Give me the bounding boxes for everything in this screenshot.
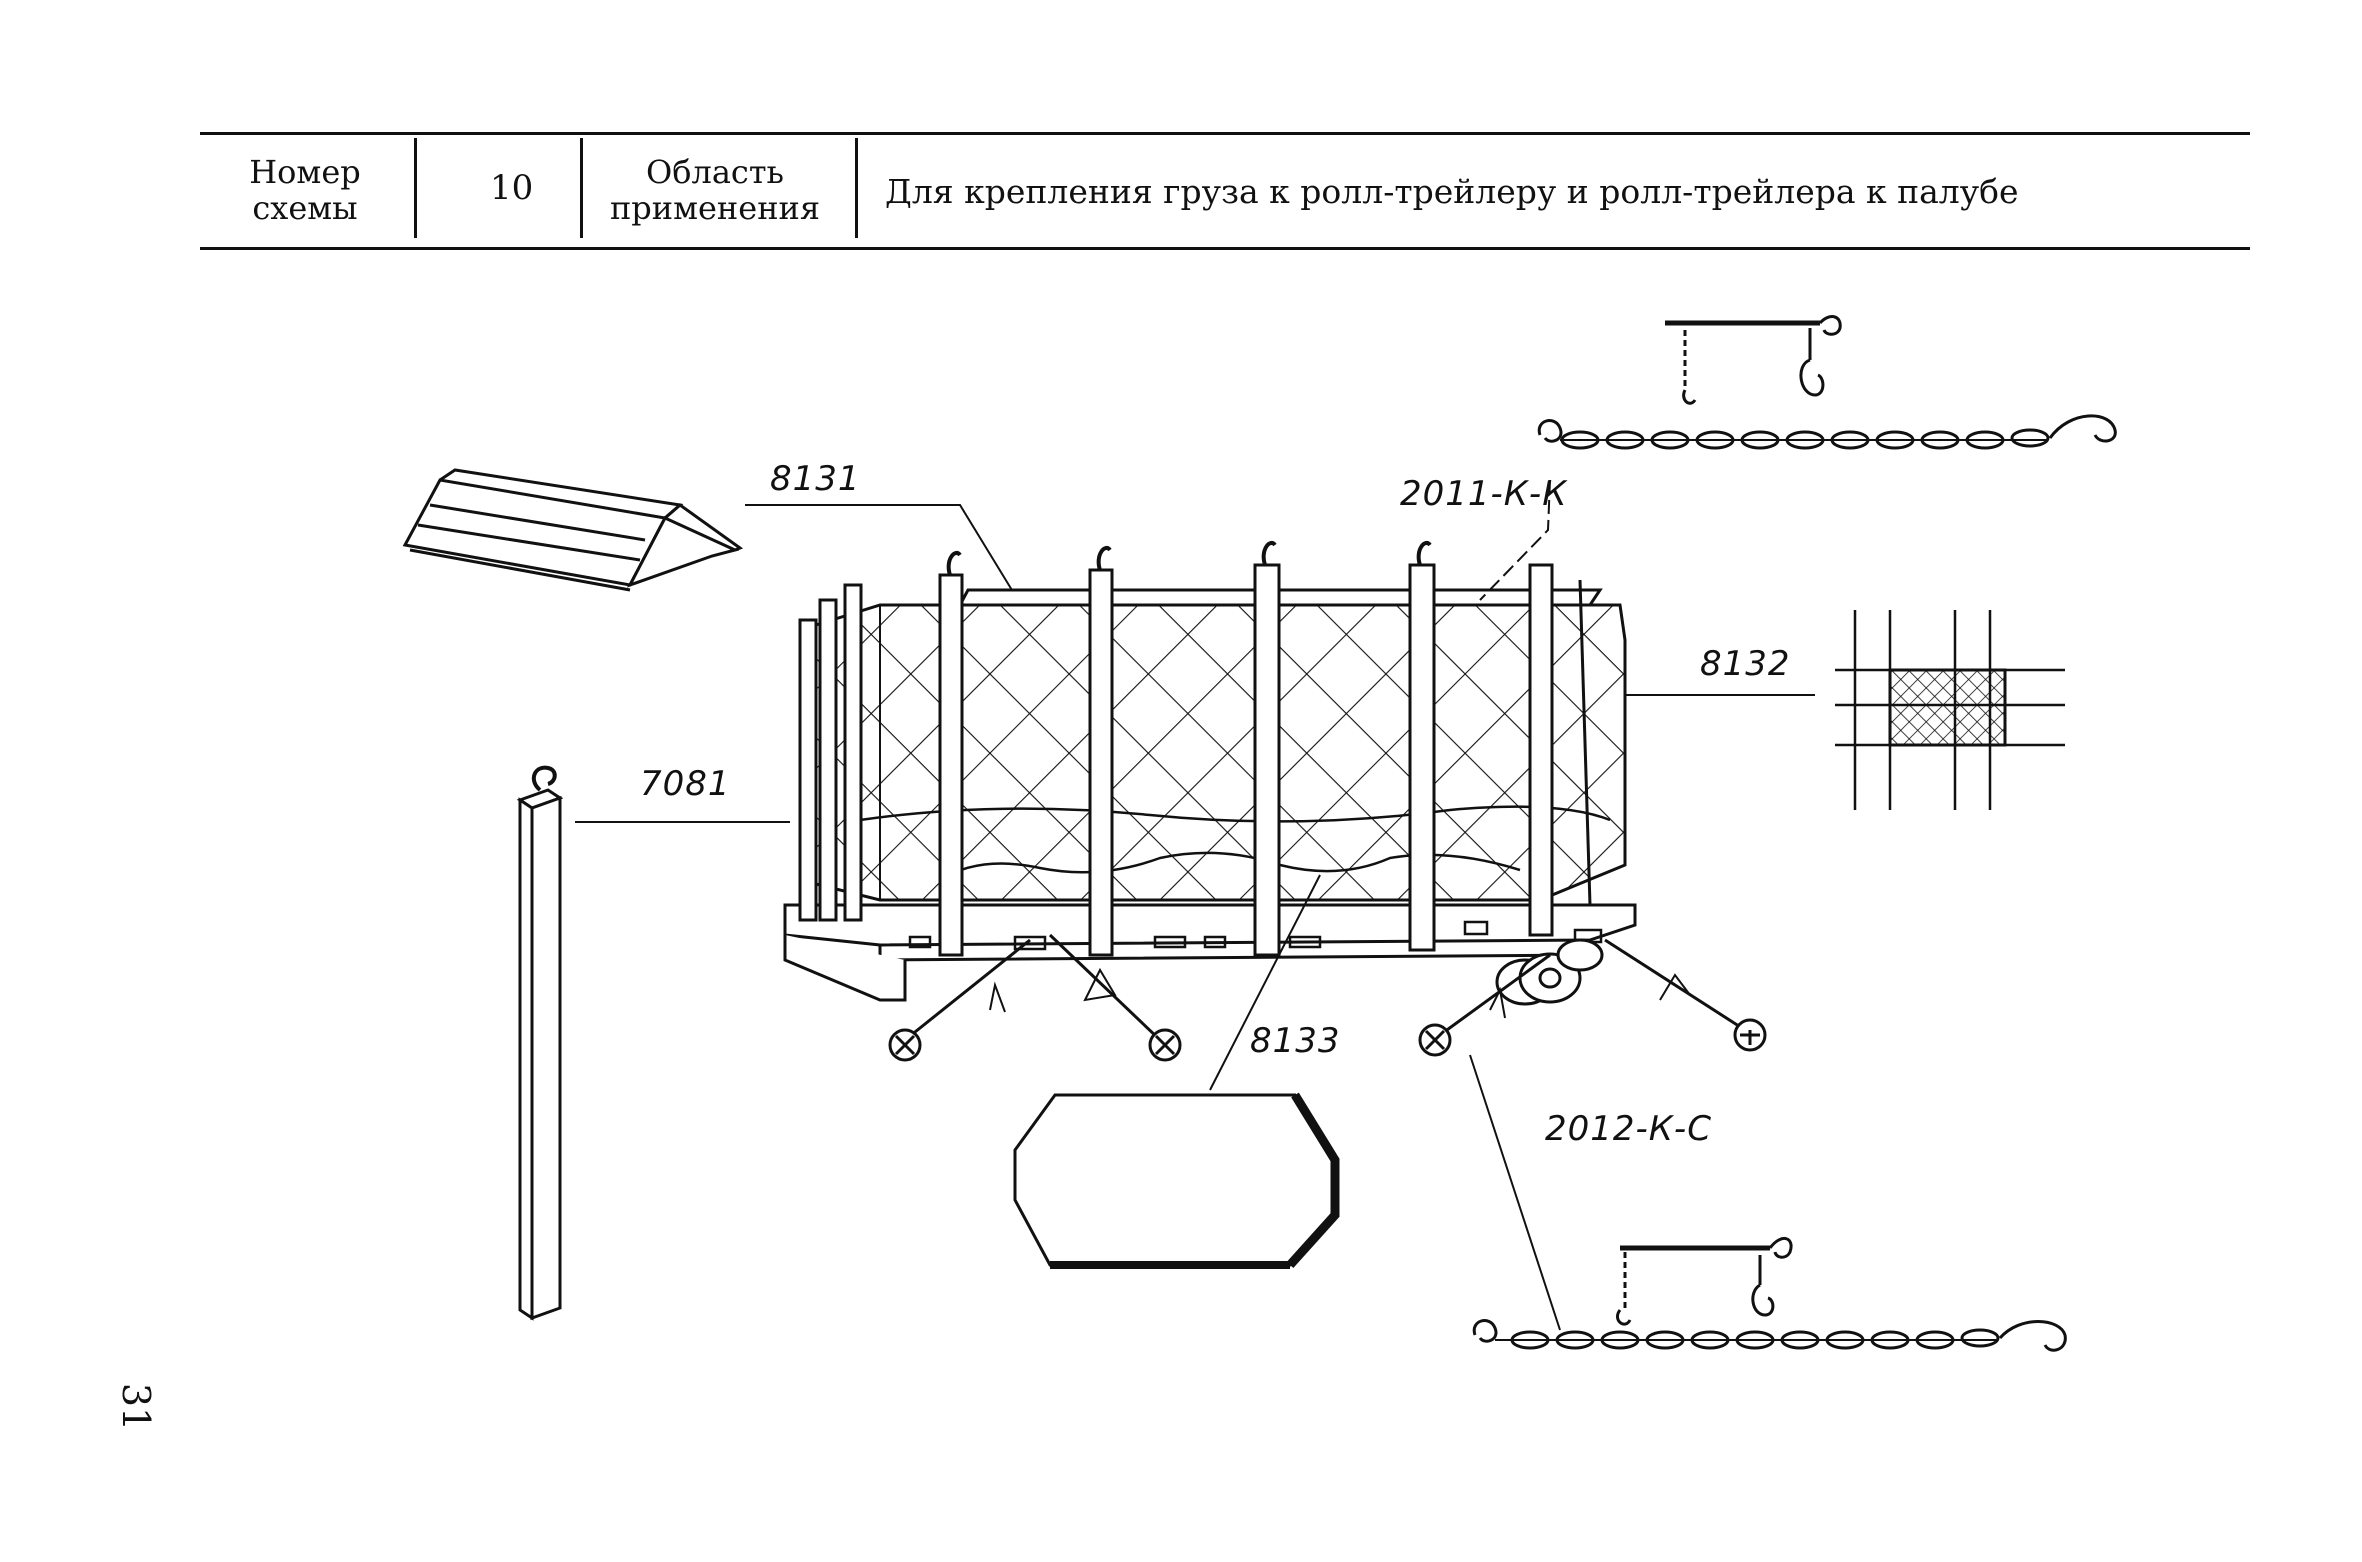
callout-8132: 8132 — [1700, 644, 1791, 684]
scheme-label-line1: Номер — [249, 153, 361, 191]
scheme-number-label: Номер схемы — [230, 154, 380, 226]
header-bottom-rule — [200, 247, 2250, 250]
leader-2012 — [1469, 1054, 1561, 1331]
header-separator-2 — [580, 138, 583, 238]
area-label-line2: применения — [609, 189, 821, 227]
chain-2012-kc — [1472, 1237, 2067, 1352]
corner-protector-8131 — [402, 468, 744, 592]
stake-7081 — [516, 765, 564, 1321]
scheme-number-value: 10 — [490, 168, 534, 208]
application-area-label: Область применения — [600, 154, 830, 226]
callout-7081: 7081 — [640, 764, 731, 804]
callout-8133: 8133 — [1250, 1021, 1341, 1061]
header-separator-3 — [855, 138, 858, 238]
callout-2011-kk: 2011-К-К — [1400, 474, 1568, 514]
deck-lashings — [904, 933, 1746, 1042]
trailer-stakes — [798, 563, 1554, 957]
application-description: Для крепления груза к ролл-трейлеру и ро… — [885, 172, 2019, 211]
cargo-net — [798, 603, 1627, 902]
trailer-platform — [783, 903, 1637, 947]
trailer-wheels — [1495, 938, 1604, 1006]
scheme-label-line2: схемы — [252, 189, 358, 227]
page-number: 31 — [114, 1382, 159, 1432]
roll-trailer — [783, 541, 1637, 1006]
header-separator-1 — [414, 138, 417, 238]
pad-8133 — [1013, 1092, 1340, 1269]
header-top-rule — [200, 132, 2250, 135]
leader-8133 — [1209, 874, 1321, 1091]
leader-2011 — [1479, 479, 1551, 601]
leader-8131 — [745, 504, 1019, 601]
callout-8131: 8131 — [770, 459, 861, 499]
net-detail-8132 — [1835, 610, 2065, 810]
deck-fittings — [888, 1018, 1767, 1062]
callout-2012-kc: 2012-К-С — [1545, 1109, 1712, 1149]
area-label-line1: Область — [646, 153, 784, 191]
chain-2011-kk — [1537, 315, 2117, 450]
